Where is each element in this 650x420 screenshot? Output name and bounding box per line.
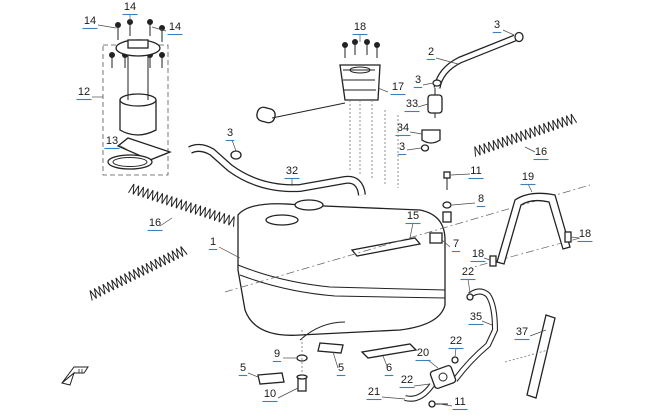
- leader-line: [409, 131, 423, 135]
- callout-c17: 17: [391, 81, 405, 93]
- leader-line: [450, 173, 471, 176]
- bolt-lower: [428, 400, 448, 408]
- callout-c3a: 3: [226, 127, 234, 139]
- callout-c32: 32: [285, 165, 299, 177]
- leader-line: [435, 57, 459, 65]
- callout-c35: 35: [469, 311, 483, 323]
- callout-c20: 20: [416, 347, 430, 359]
- callout-c12: 12: [77, 86, 91, 98]
- spring-left-lower: [89, 246, 188, 301]
- filter-cap: [421, 129, 441, 144]
- callout-c18c: 18: [471, 248, 485, 260]
- callout-c10: 10: [263, 388, 277, 400]
- leader-line: [382, 355, 388, 367]
- callout-c19: 19: [521, 171, 535, 183]
- tank-strap: [496, 192, 571, 265]
- bolt-upper: [443, 171, 451, 190]
- callout-c18b: 18: [578, 228, 592, 240]
- nut: [442, 201, 452, 223]
- leader-line: [406, 147, 422, 151]
- bolt-bottom: [296, 374, 308, 392]
- leader-line: [529, 329, 547, 337]
- callout-c3d: 3: [398, 141, 406, 153]
- callout-c3c: 3: [414, 74, 422, 86]
- leader-line: [483, 257, 491, 261]
- filler-hose: [433, 34, 517, 89]
- pad-left: [257, 372, 285, 385]
- callout-c5a: 5: [239, 362, 247, 374]
- callout-c11b: 11: [454, 396, 466, 408]
- callout-c18a: 18: [353, 21, 367, 33]
- callout-c8: 8: [477, 193, 485, 205]
- callout-c15: 15: [406, 210, 420, 222]
- callout-c16a: 16: [534, 146, 548, 158]
- leader-line: [159, 217, 173, 227]
- filler-clamp: [514, 31, 524, 43]
- leader-line: [527, 183, 533, 193]
- callout-c14a: 14: [123, 1, 137, 13]
- leader-line: [247, 372, 259, 378]
- leader-line: [467, 278, 471, 294]
- callout-c14b: 14: [83, 15, 97, 27]
- callout-c14c: 14: [168, 21, 182, 33]
- leader-line: [97, 24, 117, 29]
- leader-line: [118, 144, 129, 151]
- leader-line: [524, 146, 536, 153]
- hose-clamp: [230, 150, 242, 160]
- leader-line: [570, 236, 580, 239]
- fuel-level-sender: [256, 39, 399, 188]
- leader-line: [381, 396, 406, 400]
- guard-bar: [526, 314, 556, 399]
- fuel-valve: [429, 364, 457, 390]
- callout-c21: 21: [367, 386, 381, 398]
- leader-line: [422, 82, 434, 86]
- leader-line: [218, 246, 241, 259]
- callout-c13: 13: [105, 135, 119, 147]
- leader-line: [332, 351, 339, 369]
- callout-c37: 37: [515, 326, 529, 338]
- callout-c2: 2: [427, 46, 435, 58]
- leader-line: [277, 387, 299, 399]
- callout-c7: 7: [452, 238, 460, 250]
- leader-line: [377, 87, 389, 93]
- callout-c22a: 22: [461, 266, 475, 278]
- pad-right: [317, 342, 344, 354]
- leader-line: [439, 403, 453, 407]
- callout-c9: 9: [273, 348, 281, 360]
- leader-line: [427, 359, 439, 369]
- callout-c16b: 16: [148, 217, 162, 229]
- leader-line: [451, 202, 476, 206]
- leader-line: [502, 29, 515, 36]
- fastener-right: [564, 231, 572, 243]
- fastener-left: [489, 255, 497, 267]
- callout-c22b: 22: [449, 335, 463, 347]
- callout-c5b: 5: [337, 362, 345, 374]
- leader-line: [481, 320, 493, 326]
- callout-c6: 6: [385, 362, 393, 374]
- callout-c11a: 11: [470, 165, 482, 177]
- mount-plate: [360, 343, 418, 359]
- callout-c33: 33: [405, 98, 419, 110]
- leader-line: [417, 103, 429, 108]
- fuel-pump-assembly: [107, 19, 172, 170]
- leader-line: [454, 347, 457, 358]
- leader-line: [231, 139, 237, 152]
- leader-line: [151, 26, 167, 32]
- fuel-filter: [427, 88, 443, 118]
- leader-line: [409, 222, 414, 239]
- callout-c3b: 3: [493, 19, 501, 31]
- leader-line: [413, 383, 431, 387]
- spring-left-upper: [128, 183, 235, 227]
- callout-c22c: 22: [400, 374, 414, 386]
- spring-right: [474, 113, 578, 157]
- fuel-tank: [237, 199, 446, 341]
- arrow-icon: [60, 366, 89, 386]
- callout-c1: 1: [209, 236, 217, 248]
- leader-line: [441, 239, 451, 248]
- callout-c34: 34: [396, 122, 410, 134]
